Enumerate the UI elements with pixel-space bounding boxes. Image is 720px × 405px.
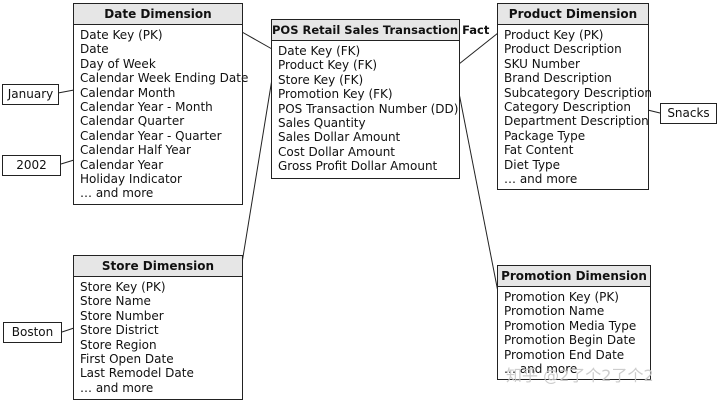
fact-attr: Gross Profit Dollar Amount (278, 159, 438, 174)
link-date-fact (241, 31, 273, 50)
store-attr: Store District (80, 323, 159, 338)
date-attr: Calendar Year - Quarter (80, 128, 222, 143)
store-dimension-table: Store Dimension Store Key (PK) Store Nam… (73, 255, 243, 400)
store-dimension-attributes: Store Key (PK) Store Name Store Number S… (74, 277, 242, 395)
promotion-dimension-attributes: Promotion Key (PK) Promotion Name Promot… (498, 287, 650, 376)
product-attr: Fat Content (504, 143, 574, 158)
fact-attr: Sales Quantity (278, 116, 366, 131)
link-store-fact (241, 78, 273, 264)
callout-2002: 2002 (2, 155, 61, 176)
fact-table-title: POS Retail Sales Transaction Fact (272, 20, 489, 41)
product-attr: Subcategory Description (504, 85, 653, 100)
product-dimension-attributes: Product Key (PK) Product Description SKU… (498, 25, 653, 187)
date-attr: Calendar Year (80, 157, 164, 172)
fact-attr: Promotion Key (FK) (278, 87, 393, 102)
callout-january: January (2, 84, 59, 105)
date-attr: Calendar Week Ending Date (80, 71, 249, 86)
date-attr: Calendar Year - Month (80, 100, 213, 115)
date-attr: … and more (80, 186, 154, 201)
store-dimension-title: Store Dimension (74, 256, 242, 277)
store-attr: Last Remodel Date (80, 366, 194, 381)
promotion-attr: Promotion Key (PK) (504, 290, 619, 304)
fact-attr: Product Key (FK) (278, 58, 378, 73)
date-attr: Calendar Month (80, 85, 176, 100)
store-attr: Store Number (80, 308, 164, 323)
product-attr: Package Type (504, 128, 586, 143)
store-attr: Store Name (80, 294, 151, 309)
store-attr: Store Region (80, 337, 157, 352)
promotion-attr: … and more (504, 362, 578, 377)
date-dimension-table: Date Dimension Date Key (PK) Date Day of… (73, 3, 249, 205)
promotion-dimension-table: Promotion Dimension Promotion Key (PK) P… (497, 265, 651, 380)
fact-table: POS Retail Sales Transaction Fact Date K… (271, 19, 489, 179)
product-attr: Product Key (PK) (504, 28, 604, 42)
date-attr: Day of Week (80, 56, 156, 71)
callout-boston: Boston (3, 322, 62, 343)
date-attr: Calendar Quarter (80, 114, 185, 129)
fact-attr: POS Transaction Number (DD) (278, 101, 459, 116)
store-attr: Store Key (PK) (80, 280, 166, 294)
link-january-callout (57, 89, 75, 94)
promotion-dimension-title: Promotion Dimension (498, 266, 650, 287)
fact-table-attributes: Date Key (FK) Product Key (FK) Store Key… (272, 41, 459, 174)
date-attr: Holiday Indicator (80, 172, 182, 187)
product-attr: Product Description (504, 42, 622, 57)
link-promotion-fact (458, 92, 499, 293)
date-attr: Date (80, 42, 109, 57)
product-attr: Category Description (504, 100, 631, 115)
store-attr: First Open Date (80, 352, 174, 367)
fact-attr: Cost Dollar Amount (278, 144, 395, 159)
date-dimension-title: Date Dimension (74, 4, 242, 25)
date-dimension-attributes: Date Key (PK) Date Day of Week Calendar … (74, 25, 249, 201)
fact-attr: Sales Dollar Amount (278, 130, 401, 145)
product-attr: … and more (504, 172, 578, 187)
promotion-attr: Promotion Media Type (504, 318, 637, 333)
fact-attr: Date Key (FK) (278, 44, 361, 58)
product-dimension-title: Product Dimension (498, 4, 648, 25)
fact-attr: Store Key (FK) (278, 72, 364, 87)
date-attr: Date Key (PK) (80, 28, 163, 42)
product-attr: Diet Type (504, 157, 561, 172)
promotion-attr: Promotion Begin Date (504, 333, 636, 348)
product-attr: SKU Number (504, 56, 580, 71)
product-attr: Department Description (504, 114, 649, 129)
callout-snacks: Snacks (660, 103, 717, 124)
promotion-attr: Promotion End Date (504, 347, 625, 362)
product-attr: Brand Description (504, 71, 612, 86)
promotion-attr: Promotion Name (504, 304, 605, 319)
date-attr: Calendar Half Year (80, 143, 191, 158)
product-dimension-table: Product Dimension Product Key (PK) Produ… (497, 3, 653, 190)
store-attr: … and more (80, 380, 154, 395)
link-product-fact (458, 32, 499, 65)
